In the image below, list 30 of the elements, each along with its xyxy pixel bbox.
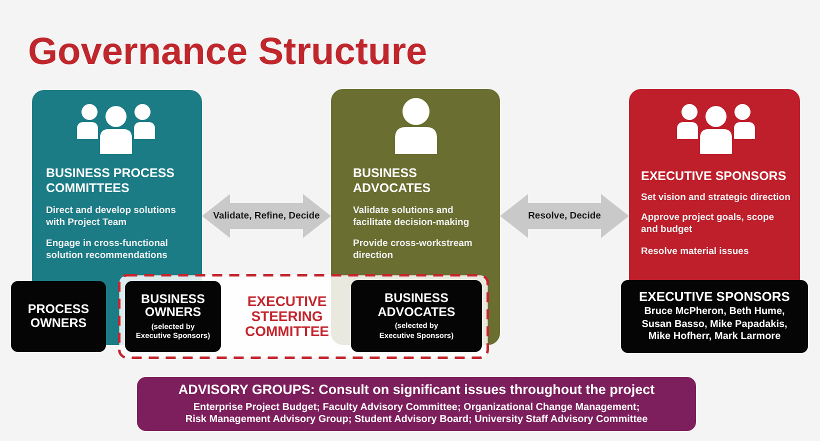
card-description: Engage in cross-functional solution recommendations [46,238,169,262]
role-box [125,281,221,352]
edge-label: Validate, Refine, Decide [212,210,321,222]
dashed-group-region [118,274,489,359]
region-title: EXECUTIVE STEERING COMMITTEE [244,294,330,339]
banner-box [137,377,696,431]
box-heading: PROCESS OWNERS [26,303,90,330]
role-box [621,280,808,353]
card-heading: EXECUTIVE SPONSORS [641,169,786,184]
card-description: Resolve material issues [641,246,749,258]
card-description: Provide cross-workstream direction [353,238,474,262]
card-description: Validate solutions and facilitate decision-making [353,205,470,229]
page-title: Governance Structure [28,33,428,71]
banner-text: Enterprise Project Budget; Faculty Advisory Committee; Organizational Change Management; Risk Management Advisory Group; Student Advisory Board; University Staff Advisory Committee [184,402,649,426]
role-box [351,280,482,352]
edge-label: Resolve, Decide [527,210,602,222]
box-heading: BUSINESS OWNERS [140,292,206,320]
card-description: Approve project goals, scope and budget [641,212,776,236]
box-heading: EXECUTIVE SPONSORS [639,290,790,304]
card-description: Direct and develop solutions with Project Team [46,205,177,229]
double-arrow [202,194,331,238]
banner-heading: ADVISORY GROUPS: Consult on significant issues throughout the project [178,382,655,398]
card-heading: BUSINESS ADVOCATES [353,166,432,195]
names-list: Bruce McPheron, Beth Hume, Susan Basso, Mike Papadakis, Mike Hofherr, Mark Larmore [624,306,804,344]
card-heading: BUSINESS PROCESS COMMITTEES [46,166,176,195]
role-box [11,281,106,352]
box-heading: BUSINESS ADVOCATES [376,292,456,319]
card-description: Set vision and strategic direction [641,192,790,204]
double-arrow [500,194,629,238]
sponsors-card [629,89,800,280]
